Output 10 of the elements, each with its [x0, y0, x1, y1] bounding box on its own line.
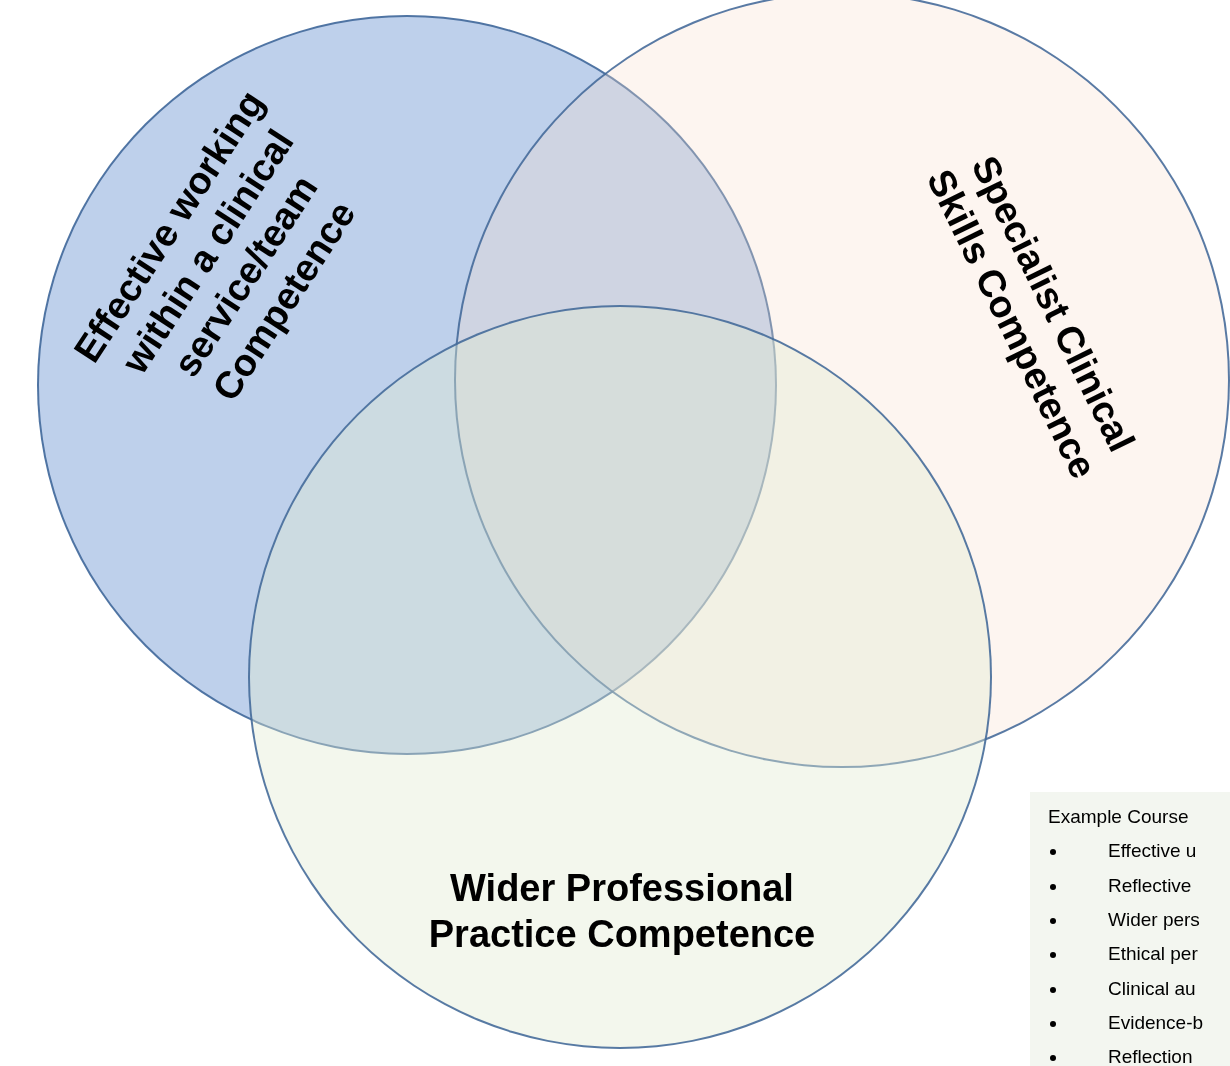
list-item: Reflection — [1108, 1046, 1193, 1066]
list-item: Clinical au — [1108, 977, 1196, 1000]
circle-label: Wider Professional Practice Competence — [427, 866, 817, 957]
list-item: Effective u — [1108, 840, 1197, 863]
list-item: Ethical per — [1108, 943, 1198, 966]
list-item: Reflective — [1108, 874, 1192, 897]
text-panel — [1030, 792, 1230, 1066]
list-item: Wider pers — [1108, 908, 1200, 931]
list-item: Evidence-b — [1108, 1011, 1204, 1034]
panel-heading: Example Course — [1048, 806, 1189, 828]
